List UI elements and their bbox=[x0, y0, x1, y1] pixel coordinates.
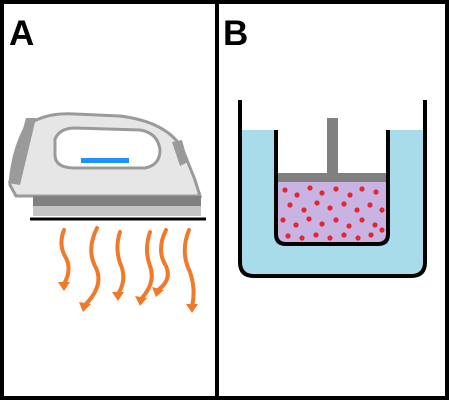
particle bbox=[359, 217, 365, 223]
iron-back-edge bbox=[8, 118, 36, 185]
arrowhead bbox=[112, 292, 124, 301]
particle bbox=[285, 233, 291, 239]
particle bbox=[333, 217, 339, 223]
panel-label-b: B bbox=[223, 14, 249, 53]
particle bbox=[287, 202, 293, 208]
beaker-icon bbox=[238, 100, 427, 278]
particle bbox=[327, 205, 333, 211]
particle bbox=[333, 186, 339, 192]
heat-wave bbox=[115, 230, 126, 296]
particle bbox=[354, 207, 360, 213]
heat-waves bbox=[59, 226, 196, 308]
arrowhead bbox=[152, 287, 164, 297]
iron-dial bbox=[172, 140, 188, 166]
piston-rod bbox=[327, 118, 338, 173]
particle bbox=[367, 202, 373, 208]
particle bbox=[293, 222, 299, 228]
iron-icon bbox=[8, 112, 206, 221]
heat-wave bbox=[182, 228, 196, 308]
particle bbox=[359, 186, 365, 192]
heat-wave bbox=[59, 228, 71, 286]
particle bbox=[341, 232, 347, 238]
particle bbox=[379, 227, 385, 233]
particle bbox=[319, 221, 325, 227]
particle bbox=[282, 187, 288, 193]
heat-wave-arrowheads bbox=[58, 282, 198, 313]
arrowhead bbox=[79, 302, 91, 312]
particle bbox=[319, 190, 325, 196]
iron-indicator bbox=[81, 158, 129, 163]
particle bbox=[301, 207, 307, 213]
heat-wave bbox=[140, 230, 154, 300]
cylinder-wall bbox=[274, 130, 390, 246]
particle bbox=[373, 189, 379, 195]
particle bbox=[355, 235, 361, 241]
particle bbox=[327, 235, 333, 241]
arrowhead bbox=[58, 282, 70, 291]
particle bbox=[372, 222, 378, 228]
iron-soleplate bbox=[33, 206, 201, 216]
piston-head bbox=[276, 173, 388, 182]
particle bbox=[280, 217, 286, 223]
panel-label-a: A bbox=[9, 14, 35, 53]
heat-wave bbox=[84, 226, 101, 306]
heat-wave bbox=[156, 228, 170, 292]
particle bbox=[314, 200, 320, 206]
particle bbox=[299, 235, 305, 241]
gas-particles bbox=[280, 185, 385, 241]
arrowhead bbox=[135, 296, 147, 306]
particle bbox=[341, 201, 347, 207]
particle bbox=[294, 192, 300, 198]
particle bbox=[346, 223, 352, 229]
arrowhead bbox=[186, 304, 198, 313]
iron-soleplate-top bbox=[33, 196, 201, 206]
particle bbox=[306, 216, 312, 222]
beaker-wall bbox=[238, 100, 427, 278]
particle bbox=[368, 232, 374, 238]
particle bbox=[313, 232, 319, 238]
particle bbox=[307, 185, 313, 191]
particle bbox=[379, 207, 385, 213]
particle bbox=[347, 192, 353, 198]
